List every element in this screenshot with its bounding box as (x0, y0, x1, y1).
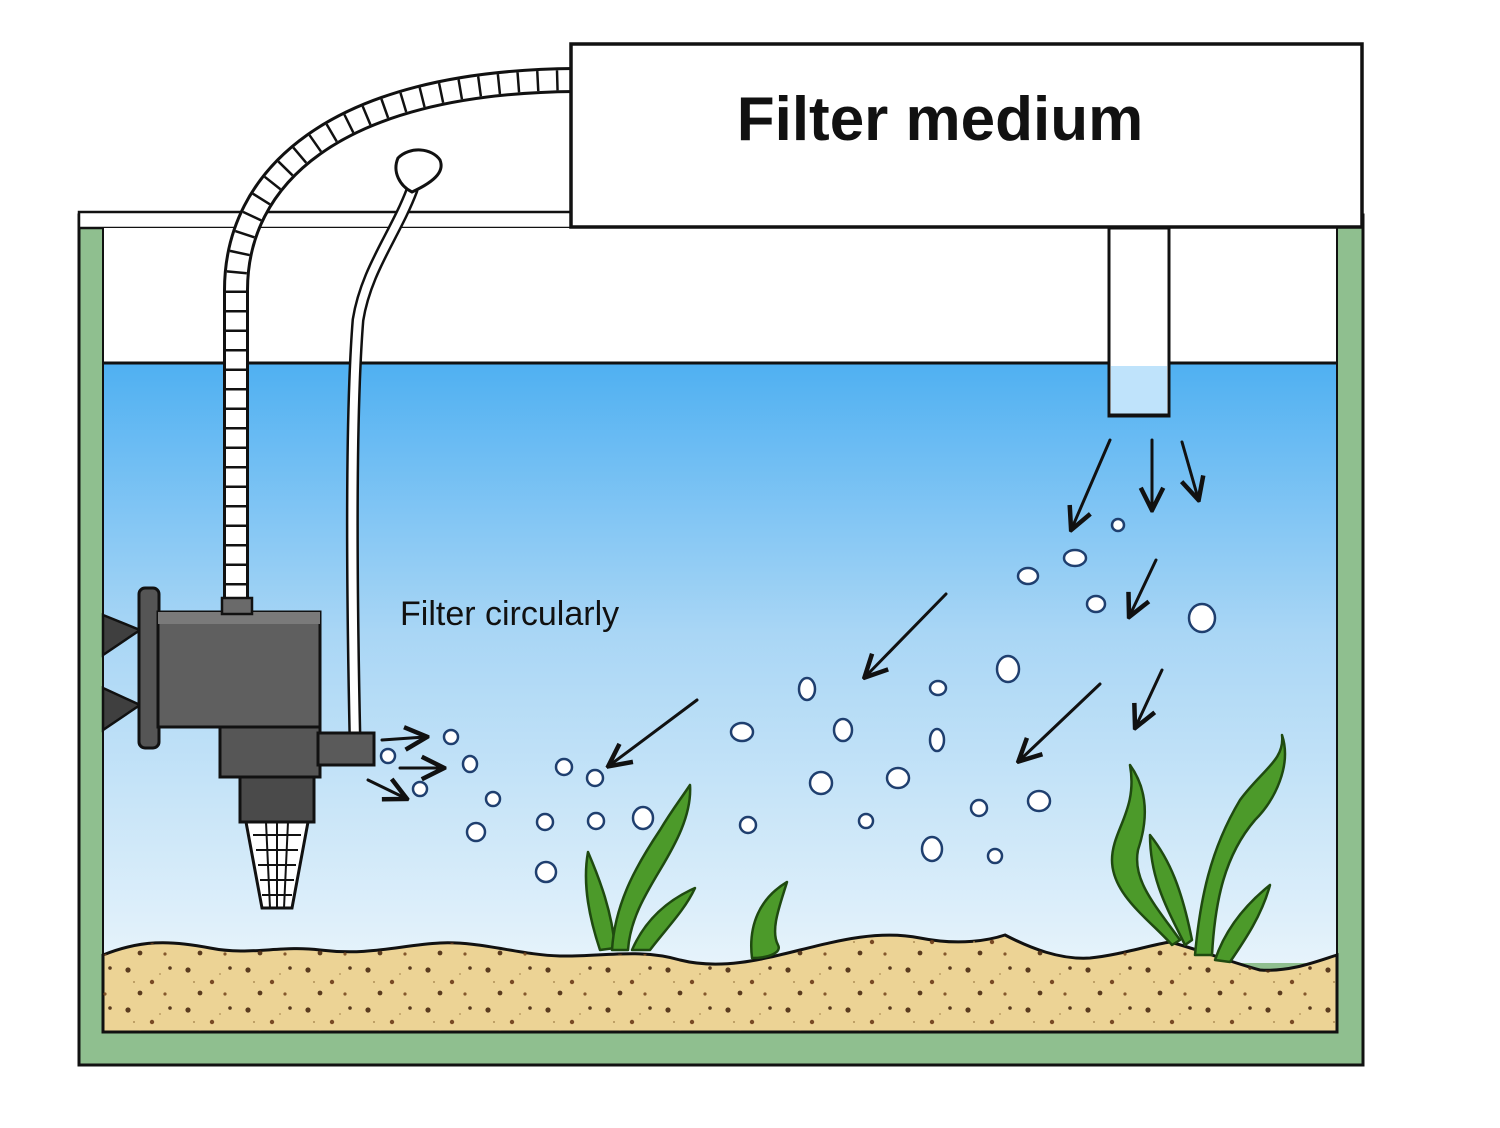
plant-icon (1110, 733, 1287, 964)
bubble-icon (832, 717, 854, 743)
substrate (101, 933, 1339, 1034)
bubble-icon (631, 805, 655, 831)
bubble-icon (969, 798, 989, 818)
bubble-icon (928, 679, 948, 697)
arrow-icon (366, 780, 405, 798)
flow-arrows (366, 438, 1198, 798)
filter-medium-box (569, 42, 1364, 229)
bubble-icon (535, 812, 555, 832)
bubble-icon (465, 821, 487, 843)
arrow-icon (1182, 440, 1198, 498)
bubble-icon (1085, 594, 1107, 614)
plant-icon (584, 783, 697, 952)
arrow-icon (380, 737, 425, 740)
air-tube (345, 148, 443, 747)
bubble-icon (1062, 548, 1088, 568)
bubble-icon (442, 728, 460, 746)
filter-box: Filter medium (569, 42, 1364, 229)
bubble-icon (738, 815, 758, 835)
arrow-icon (866, 592, 948, 676)
bubble-icon (857, 812, 875, 830)
arrow-icon (1020, 682, 1102, 760)
bubble-icon (1110, 517, 1126, 533)
arrow-icon (1072, 438, 1112, 528)
bubble-icon (379, 747, 397, 765)
arrow-icon (1136, 668, 1164, 726)
bubble-icon (411, 780, 429, 798)
filter-circularly-label: Filter circularly (400, 595, 619, 633)
bubble-icon (885, 766, 911, 790)
bubble-icon (1187, 602, 1217, 634)
outlet-pipe-icon (1107, 226, 1171, 418)
bubble-icon (484, 790, 502, 808)
hose-icon (223, 67, 588, 618)
tank-rim (77, 210, 576, 230)
bubble-icon (1016, 566, 1040, 586)
bubble-icon (461, 754, 479, 774)
bubble-icon (995, 654, 1021, 684)
bubble-icon (585, 768, 605, 788)
bubbles (379, 517, 1217, 884)
bubble-icon (1026, 789, 1052, 813)
bubble-icon (586, 811, 606, 831)
arrow-icon (610, 698, 699, 765)
bubble-icon (986, 847, 1004, 865)
bubble-icon (554, 757, 574, 777)
bubble-icon (928, 727, 946, 753)
plants (584, 733, 1287, 964)
filter-medium-label: Filter medium (737, 85, 1144, 154)
bubble-icon (808, 770, 834, 796)
arrow-icon (1130, 558, 1158, 615)
bubble-icon (797, 676, 817, 702)
bubble-icon (920, 835, 944, 863)
bubble-icon (534, 860, 558, 884)
pump-icon (101, 586, 376, 910)
bubble-icon (729, 721, 755, 743)
plant-icon (750, 880, 789, 960)
air-intake-funnel (394, 148, 443, 194)
